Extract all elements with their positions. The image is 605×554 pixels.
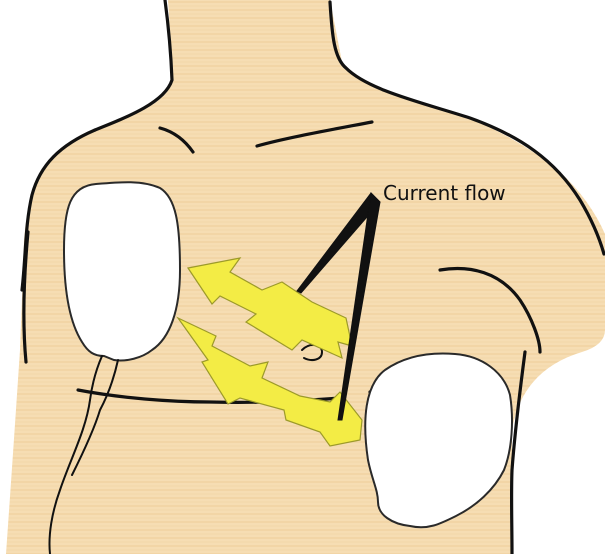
current-flow-label: Current flow <box>383 181 506 205</box>
left-defibrillator-pad <box>64 182 180 360</box>
